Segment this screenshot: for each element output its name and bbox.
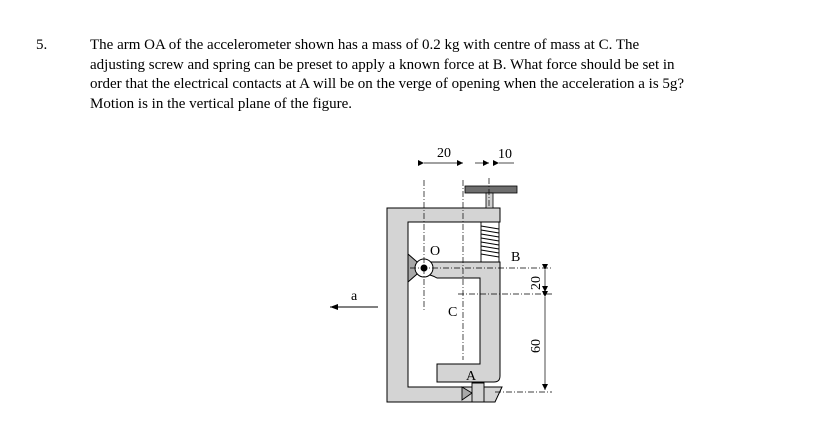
problem-line-4: Motion is in the vertical plane of the f…	[90, 95, 353, 112]
problem-line-3: order that the electrical contacts at A …	[90, 76, 685, 92]
problem-line-2: adjusting screw and spring can be preset…	[90, 56, 675, 73]
label-o: O	[430, 244, 440, 259]
screw-head	[464, 185, 518, 194]
dim-60-right: 60	[529, 339, 544, 353]
label-acceleration: a	[351, 289, 358, 304]
spring	[480, 222, 500, 262]
label-b: B	[511, 250, 520, 265]
arm-oa	[424, 261, 501, 383]
dimension-lines	[418, 160, 548, 390]
label-a-point: A	[466, 369, 477, 384]
problem-statement: The arm OA of the accelerometer shown ha…	[90, 36, 787, 114]
problem-line-1: The arm OA of the accelerometer shown ha…	[90, 37, 640, 53]
dim-20-right: 20	[529, 276, 544, 290]
center-lines	[410, 178, 552, 393]
frame	[386, 207, 503, 403]
dim-10-top: 10	[498, 147, 512, 162]
contact-a	[461, 382, 485, 403]
problem-number: 5.	[36, 37, 48, 53]
label-c: C	[448, 305, 457, 320]
screw-shaft	[485, 192, 494, 209]
dim-20-top: 20	[437, 146, 451, 161]
